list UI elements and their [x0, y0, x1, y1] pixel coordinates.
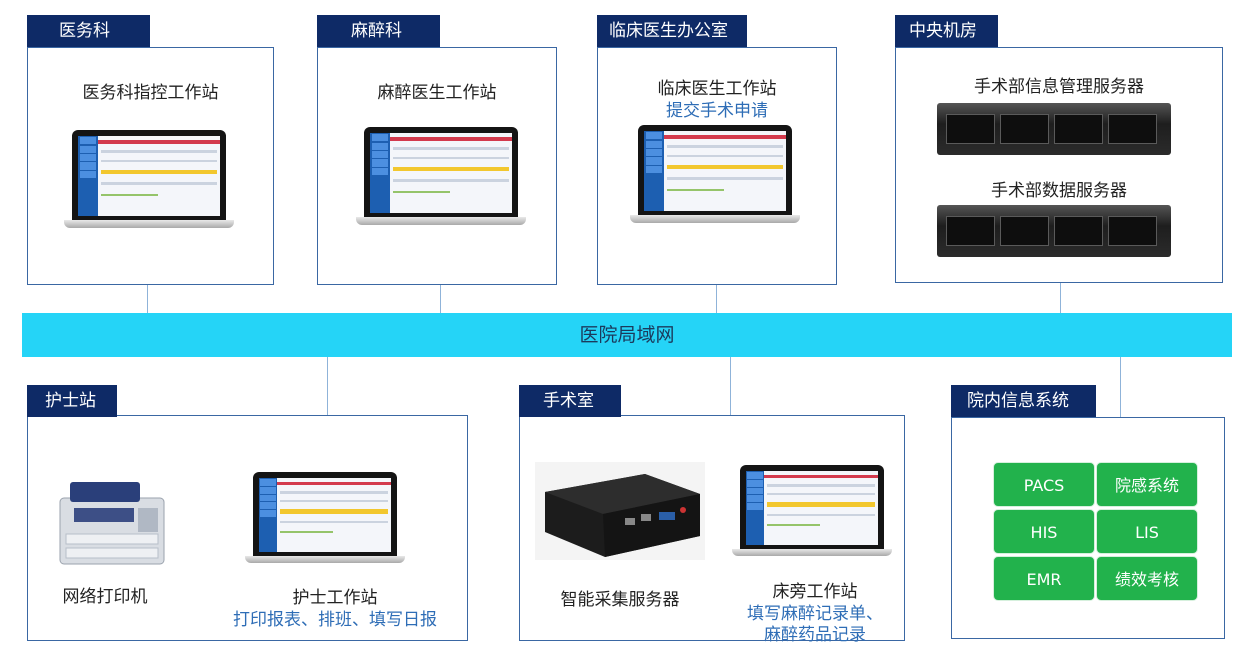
laptop-icon [356, 127, 526, 227]
collector-label: 智能采集服务器 [560, 590, 680, 610]
hospital-systems-tab: 院内信息系统 [951, 385, 1096, 417]
operating-room-tab: 手术室 [519, 385, 621, 417]
medical-affairs-tab: 医务科 [27, 15, 150, 47]
anesthesia-tab: 麻醉科 [317, 15, 440, 47]
system-his: HIS [993, 509, 1095, 554]
clinical-office-task-label: 提交手术申请 [666, 101, 768, 121]
anesthesia-station-label: 麻醉医生工作站 [377, 83, 497, 103]
system-lis: LIS [1096, 509, 1198, 554]
connector-nurse-station [327, 357, 328, 415]
nurse-station-label: 护士工作站 [292, 588, 378, 608]
bedside-task-line1: 填写麻醉记录单、 [747, 604, 883, 624]
bedside-station-label: 床旁工作站 [772, 582, 858, 602]
info-server-label: 手术部信息管理服务器 [974, 77, 1144, 97]
connector-data-center [1060, 283, 1061, 313]
printer-icon [56, 478, 168, 568]
laptop-icon [64, 130, 234, 230]
mini-server-icon [535, 462, 705, 560]
hospital-lan-bar: 医院局域网 [22, 313, 1232, 357]
system-pacs: PACS [993, 462, 1095, 507]
data-center-tab: 中央机房 [895, 15, 998, 47]
laptop-icon [630, 125, 800, 225]
bedside-task-line2: 麻醉药品记录 [764, 625, 866, 645]
data-server-label: 手术部数据服务器 [991, 181, 1127, 201]
connector-hospital-systems [1120, 357, 1121, 417]
server-icon [937, 205, 1171, 257]
nurse-task-label: 打印报表、排班、填写日报 [233, 610, 437, 630]
laptop-icon [732, 465, 892, 557]
printer-label: 网络打印机 [62, 587, 148, 607]
nurse-station-tab: 护士站 [27, 385, 117, 417]
system-performance: 绩效考核 [1096, 556, 1198, 601]
connector-operating-room [730, 357, 731, 415]
laptop-icon [245, 472, 405, 564]
clinical-office-tab: 临床医生办公室 [597, 15, 747, 47]
medical-affairs-station-label: 医务科指控工作站 [82, 83, 219, 103]
clinical-office-station-label: 临床医生工作站 [657, 79, 777, 99]
server-icon [937, 103, 1171, 155]
system-emr: EMR [993, 556, 1095, 601]
system-infection-control: 院感系统 [1096, 462, 1198, 507]
